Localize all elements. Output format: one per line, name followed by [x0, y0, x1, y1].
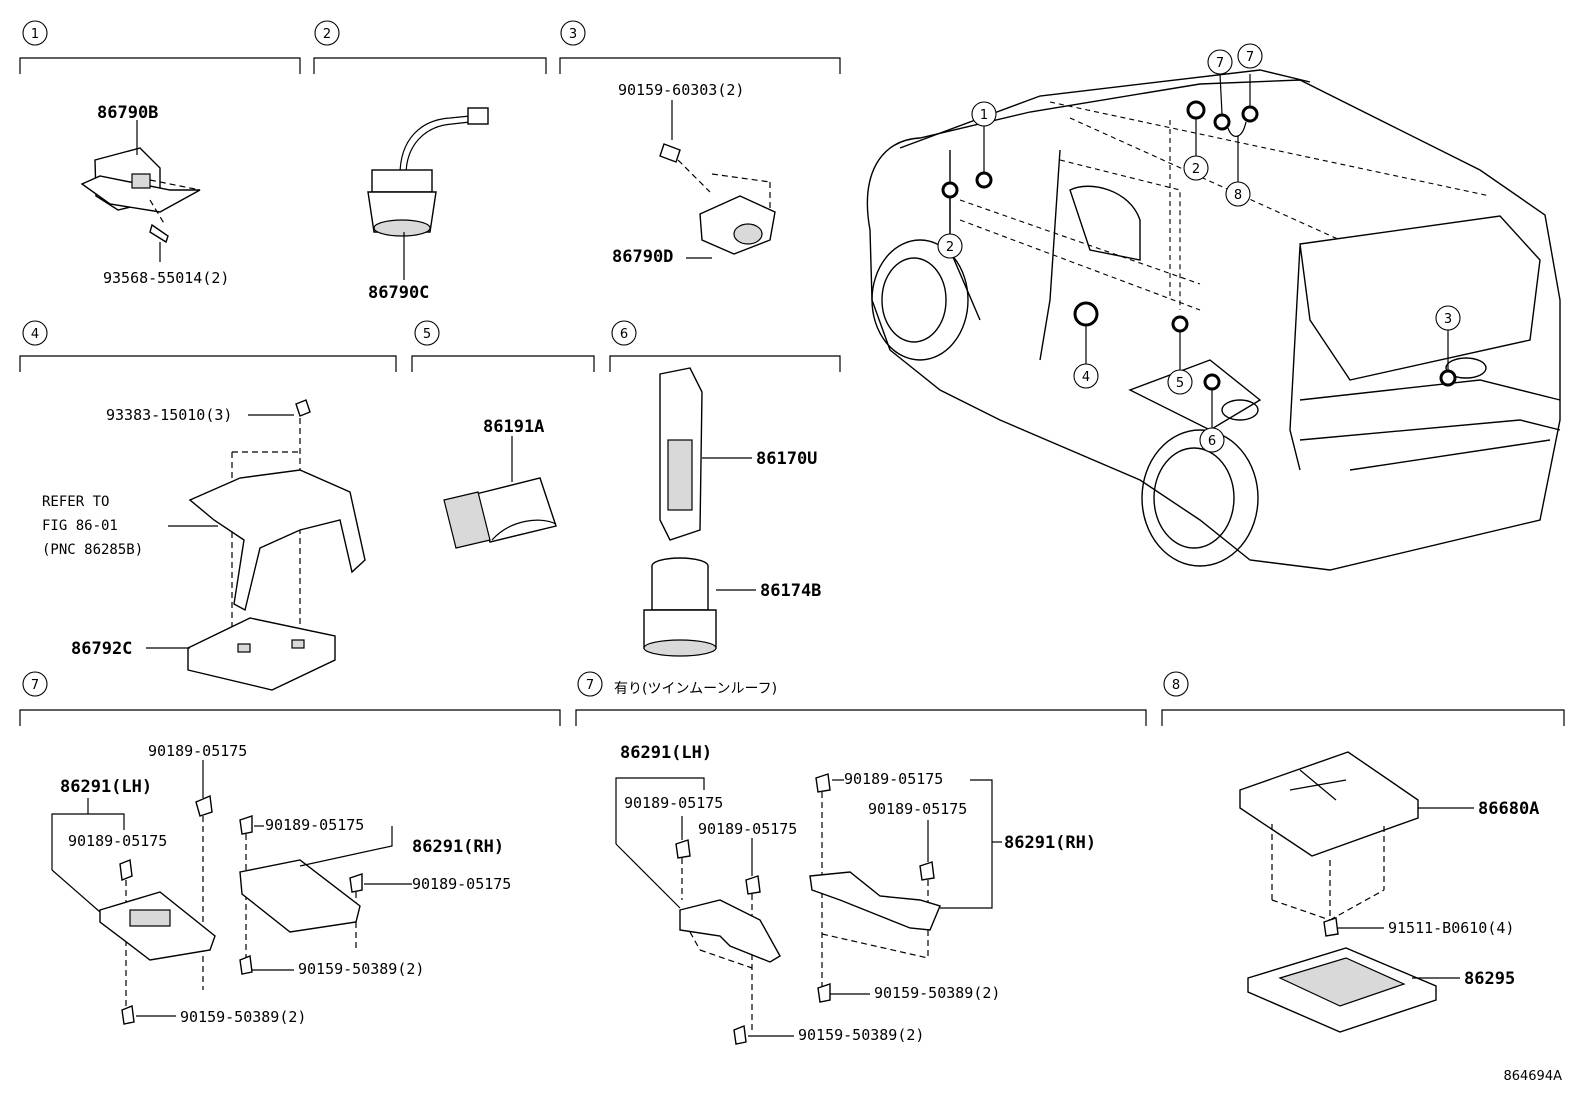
- svg-text:2: 2: [946, 240, 954, 255]
- svg-text:6: 6: [1208, 434, 1216, 449]
- label-86680A: 86680A: [1478, 799, 1539, 819]
- section-3-header: 3: [559, 20, 841, 74]
- label-93383-15010: 93383-15010(3): [106, 406, 232, 424]
- label-86191A: 86191A: [483, 417, 544, 437]
- s7r-screw-right: 90159-50389(2): [874, 984, 1000, 1002]
- s7l-86291-RH: 86291(RH): [412, 837, 504, 857]
- svg-text:7: 7: [586, 678, 594, 693]
- part-86170U-remote: [659, 367, 752, 541]
- svg-text:3: 3: [569, 27, 577, 42]
- svg-text:8: 8: [1172, 678, 1180, 693]
- s7l-86291-LH: 86291(LH): [60, 777, 152, 797]
- label-90159-60303: 90159-60303(2): [618, 81, 744, 99]
- label-86295: 86295: [1464, 969, 1515, 989]
- label-86174B: 86174B: [760, 581, 821, 601]
- s7l-screw-left: 90159-50389(2): [180, 1008, 306, 1026]
- part-86174B-holder: [643, 557, 756, 657]
- s7r-86291-LH: 86291(LH): [620, 743, 712, 763]
- svg-text:8: 8: [1234, 188, 1242, 203]
- s7l-clip-left: 90189-05175: [68, 832, 167, 850]
- part-86790C-camera: [367, 107, 489, 280]
- vehicle-callout-3: 3: [1435, 305, 1461, 331]
- svg-text:1: 1: [980, 108, 988, 123]
- s7l-clip-top: 90189-05175: [148, 742, 247, 760]
- twin-moonroof-note: 有り(ツインムーンルーフ): [614, 681, 777, 697]
- label-91511-B0610: 91511-B0610(4): [1388, 919, 1514, 937]
- svg-text:4: 4: [31, 327, 39, 342]
- vehicle-callout-1: 1: [971, 101, 997, 127]
- label-86790C: 86790C: [368, 283, 429, 303]
- label-86792C: 86792C: [71, 639, 132, 659]
- svg-text:7: 7: [1216, 56, 1224, 71]
- s7r-screw-left: 90159-50389(2): [798, 1026, 924, 1044]
- part-86790B-camera: [80, 120, 201, 262]
- section-7-right-header: 7 有り(ツインムーンルーフ): [575, 671, 1147, 726]
- svg-text:5: 5: [423, 327, 431, 342]
- svg-text:6: 6: [620, 327, 628, 342]
- figure-id: 864694A: [1503, 1069, 1562, 1084]
- vehicle-callout-2b: 2: [1183, 155, 1209, 181]
- refer-to-line3: (PNC 86285B): [42, 542, 143, 558]
- vehicle-illustration: 1 2 2 3 4 5 6 7: [866, 43, 1561, 571]
- vehicle-callout-5: 5: [1167, 369, 1193, 395]
- section-5-header: 5: [411, 320, 595, 372]
- label-86790B: 86790B: [97, 103, 158, 123]
- s7l-clip-right-top: 90189-05175: [265, 816, 364, 834]
- s7r-86291-RH: 86291(RH): [1004, 833, 1096, 853]
- s7r-clip-right: 90189-05175: [868, 800, 967, 818]
- svg-text:2: 2: [1192, 162, 1200, 177]
- section-4-header: 4: [19, 320, 397, 372]
- svg-text:2: 2: [323, 27, 331, 42]
- vehicle-callout-2a: 2: [937, 233, 963, 259]
- section-1-header: 1: [19, 20, 301, 74]
- part-86191A-module: [443, 436, 557, 549]
- refer-to-line2: FIG 86-01: [42, 518, 118, 534]
- svg-text:7: 7: [31, 678, 39, 693]
- svg-text:3: 3: [1444, 312, 1452, 327]
- svg-text:5: 5: [1176, 376, 1184, 391]
- vehicle-callout-8: 8: [1225, 181, 1251, 207]
- s7l-screw-right: 90159-50389(2): [298, 960, 424, 978]
- part-86792C-assembly: [187, 399, 366, 691]
- label-86170U: 86170U: [756, 449, 817, 469]
- section-7-left-parts: [51, 760, 412, 1025]
- s7r-clip-left: 90189-05175: [624, 794, 723, 812]
- section-6-header: 6: [609, 320, 841, 372]
- section-7-left-header: 7: [19, 671, 561, 726]
- s7r-clip-mid: 90189-05175: [698, 820, 797, 838]
- s7l-clip-right-bottom: 90189-05175: [412, 875, 511, 893]
- part-86790D-camera: [659, 100, 776, 255]
- section-8-header: 8: [1161, 671, 1565, 726]
- label-86790D: 86790D: [612, 247, 673, 267]
- s7r-clip-top: 90189-05175: [844, 770, 943, 788]
- section-2-header: 2: [313, 20, 547, 74]
- section-7-right-parts: [615, 773, 993, 1045]
- svg-text:1: 1: [31, 27, 39, 42]
- section-8-parts: [1239, 751, 1474, 1033]
- svg-text:7: 7: [1246, 50, 1254, 65]
- svg-text:4: 4: [1082, 370, 1090, 385]
- vehicle-callout-7a: 7: [1207, 49, 1233, 75]
- vehicle-callout-7b: 7: [1237, 43, 1263, 69]
- vehicle-callout-4: 4: [1073, 363, 1099, 389]
- vehicle-callout-6: 6: [1199, 427, 1225, 453]
- label-93568-55014: 93568-55014(2): [103, 269, 229, 287]
- refer-to-line1: REFER TO: [42, 494, 109, 510]
